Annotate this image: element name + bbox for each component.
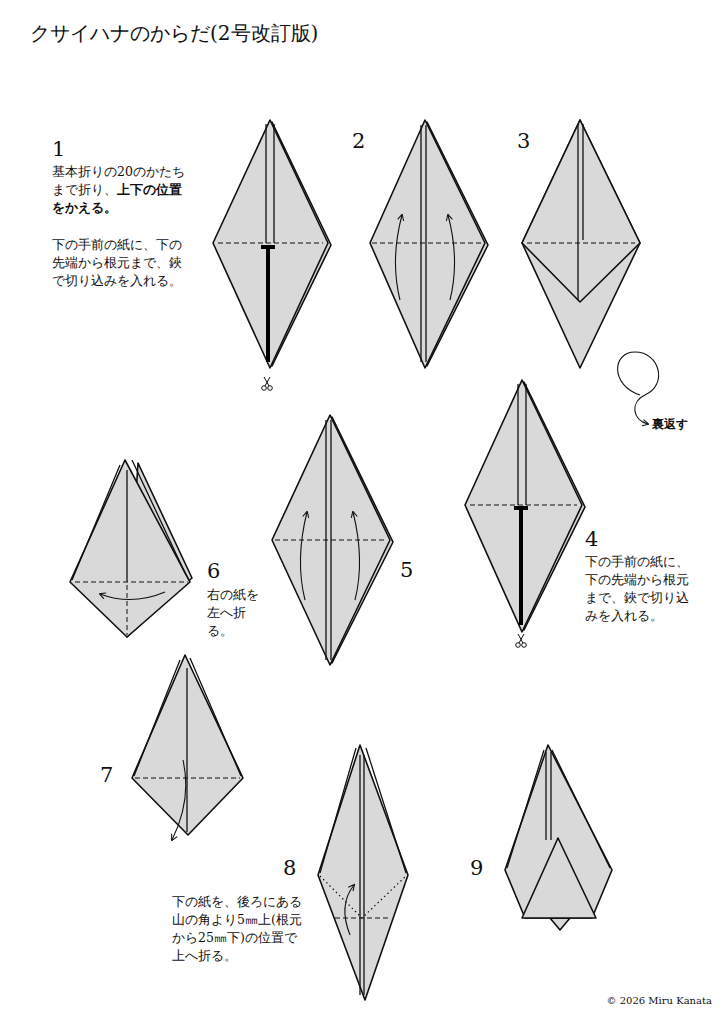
text-block: 5 (400, 557, 430, 584)
step-number: 5 (400, 558, 413, 582)
step2-figure (370, 120, 488, 368)
step-number: 6 (207, 559, 220, 583)
step-number: 1 (52, 137, 65, 161)
text-block: 下の紙を、後ろにある山の角より5㎜上(根元から25㎜下)の位置で上へ折る。 (172, 893, 302, 965)
text-block: 下の手前の紙に、下の先端から根元まで、鋏で切り込みを入れる。 (585, 553, 693, 625)
text-block: 1 (52, 136, 92, 163)
step-number: 2 (352, 129, 365, 153)
copyright: © 2026 Miru Kanata (607, 995, 712, 1006)
text-block: 9 (470, 855, 500, 882)
step4-figure (465, 380, 585, 647)
text-block: 右の紙を左へ折る。 (207, 586, 271, 640)
text-block: 2 (352, 128, 382, 155)
step-number: 7 (100, 763, 113, 787)
step8-figure (318, 745, 408, 1000)
step-number: 9 (470, 856, 483, 880)
text-block: 8 (283, 855, 313, 882)
text-block: 3 (517, 128, 547, 155)
step7-figure (132, 655, 243, 840)
step5-figure (272, 415, 393, 665)
instruction-text: 右の紙を左へ折る。 (207, 587, 259, 638)
instruction-text: 下の手前の紙に、下の先端から根元まで、鋏で切り込みを入れる。 (585, 554, 689, 623)
text-block: 7 (100, 762, 130, 789)
step9-figure (505, 745, 612, 930)
step3-figure (522, 120, 640, 368)
text-block: 下の手前の紙に、下の先端から根元まで、鋏で切り込みを入れる。 (52, 236, 186, 290)
text-block: 裏返す (652, 416, 718, 432)
text-block: 基本折りの20のかたちまで折り、上下の位置をかえる。 (52, 163, 186, 217)
step6-figure (70, 460, 192, 637)
instruction-text: 下の紙を、後ろにある山の角より5㎜上(根元から25㎜下)の位置で上へ折る。 (172, 894, 302, 963)
turn-over-arrow (618, 352, 659, 424)
text-block: © 2026 Miru Kanata (607, 994, 712, 1007)
instruction-text: 下の手前の紙に、下の先端から根元まで、鋏で切り込みを入れる。 (52, 237, 182, 288)
step-number: 4 (585, 527, 598, 551)
text-block: 4 (585, 526, 615, 553)
turn-over-label: 裏返す (652, 417, 688, 431)
step1-figure (213, 120, 331, 390)
step-number: 8 (283, 856, 296, 880)
page-title: クサイハナのからだ(2号改訂版) (30, 20, 318, 47)
text-block: 6 (207, 558, 237, 585)
step-number: 3 (517, 129, 530, 153)
